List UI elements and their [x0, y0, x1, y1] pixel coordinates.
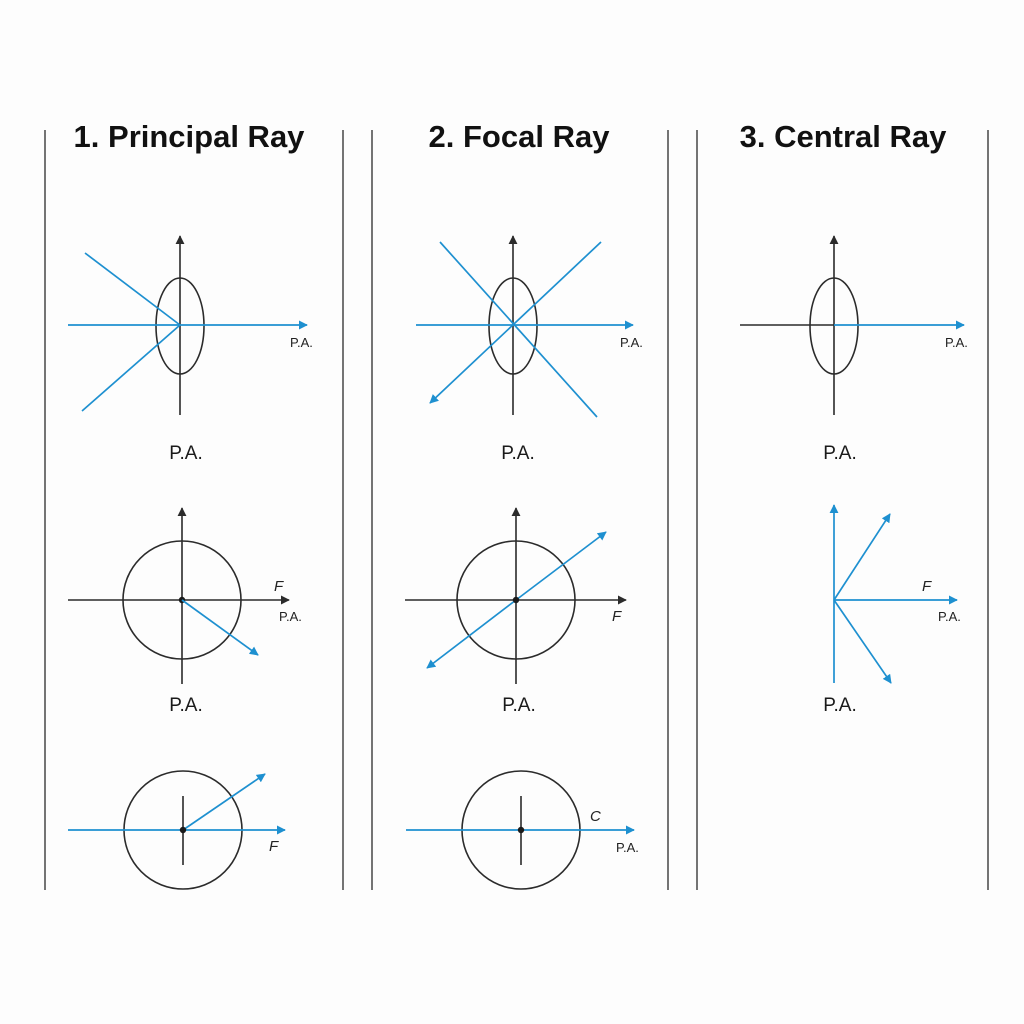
principal-axis-label: P.A. — [938, 609, 961, 624]
principal-axis-label: P.A. — [620, 335, 643, 350]
principal-axis-label: P.A. — [945, 335, 968, 350]
column-focal-ray: 2. Focal Ray P.A. P.A. F P.A. — [405, 119, 643, 890]
principal-axis-label: P.A. — [616, 840, 639, 855]
refracted-ray — [182, 773, 266, 831]
focal-ray-panel-circle-bottom: C P.A. — [406, 770, 639, 890]
incident-ray-lower — [81, 324, 181, 412]
panel-caption: P.A. — [823, 443, 856, 464]
principal-ray-panel-circle: F P.A. P.A. — [68, 507, 302, 716]
panel-caption: P.A. — [502, 695, 535, 716]
lens-circle — [122, 540, 242, 660]
principal-ray-panel-circle-bottom: F — [68, 770, 286, 890]
column-dividers — [44, 130, 989, 890]
ray-upper-right-to-lower-left — [429, 241, 602, 404]
panel-caption: P.A. — [169, 695, 202, 716]
column-title-focal-ray: 2. Focal Ray — [429, 119, 611, 154]
lens-ellipse — [155, 277, 205, 375]
focal-point-label: F — [612, 608, 622, 625]
optical-center-dot — [179, 826, 187, 834]
refracted-ray — [181, 599, 259, 656]
ray-through-center-incoming — [426, 599, 517, 669]
column-principal-ray: 1. Principal Ray P.A. P.A. F P.A. P.A. — [68, 119, 313, 890]
focal-point-label: F — [922, 578, 932, 595]
panel-caption: P.A. — [823, 695, 856, 716]
focal-point-label: F — [274, 578, 284, 595]
panel-caption: P.A. — [501, 443, 534, 464]
panel-caption: P.A. — [169, 443, 202, 464]
ray-upper-left-to-lower-right — [439, 241, 598, 418]
ray-upper-diagonal — [833, 513, 891, 601]
principal-ray-panel-lens: P.A. P.A. — [68, 235, 313, 464]
principal-axis-label: P.A. — [279, 609, 302, 624]
lens-ellipse — [809, 277, 859, 375]
central-ray-panel-fan: F P.A. P.A. — [823, 504, 961, 716]
ray-lower-diagonal — [833, 599, 892, 684]
column-title-principal-ray: 1. Principal Ray — [74, 119, 306, 154]
lens-ellipse — [488, 277, 538, 375]
column-central-ray: 3. Central Ray P.A. P.A. F P.A. P.A. — [740, 119, 968, 716]
center-of-curvature-label: C — [590, 808, 601, 825]
optical-center-dot — [517, 826, 525, 834]
incident-ray-upper — [84, 252, 181, 326]
central-ray-panel-lens: P.A. P.A. — [740, 235, 968, 464]
focal-ray-panel-circle: F P.A. — [405, 507, 627, 716]
focal-point-label: F — [269, 838, 279, 855]
ray-through-center-outgoing — [515, 531, 607, 601]
focal-ray-panel-lens: P.A. P.A. — [416, 235, 643, 464]
optical-center-dot — [512, 596, 520, 604]
column-title-central-ray: 3. Central Ray — [740, 119, 948, 154]
lens-circle — [456, 540, 576, 660]
principal-axis-label: P.A. — [290, 335, 313, 350]
